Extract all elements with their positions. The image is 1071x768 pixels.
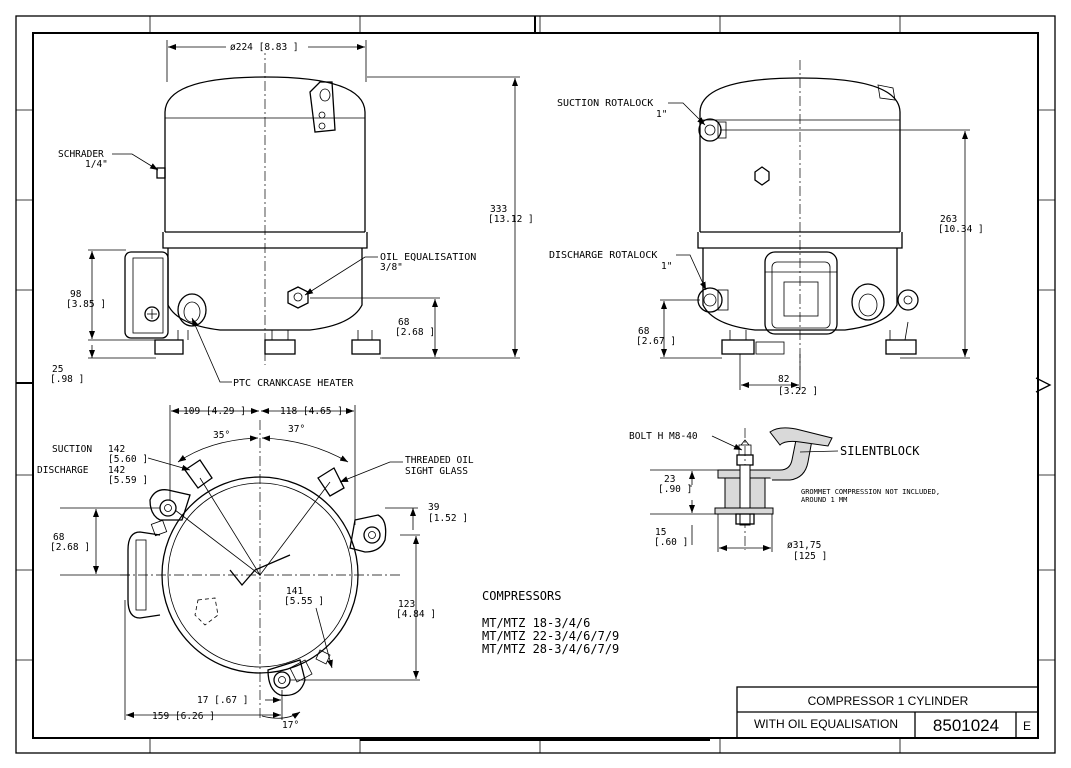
suction-top-val: 142 (108, 444, 125, 455)
compressor-model: MT/MTZ 28-3/4/6/7/9 (482, 642, 619, 656)
silentblock-dimensions: BOLT H M8-40 SILENTBLOCK 23 [.90 ] GROMM… (629, 431, 940, 562)
dim-23: 23 (664, 474, 675, 485)
schrader-size: 1/4" (85, 159, 108, 170)
silentblock-label: SILENTBLOCK (840, 444, 920, 458)
dim-68-top: 68 (53, 532, 65, 543)
compressor-model: MT/MTZ 18-3/4/6 (482, 616, 590, 630)
bolt-label: BOLT H M8-40 (629, 431, 698, 442)
dim-98: 98 (70, 289, 82, 300)
top-view-dimensions: 109 [4.29 ] 118 [4.65 ] 35° 37° SUCTION … (37, 405, 474, 731)
front-view-dimensions: ø224 [8.83 ] SCHRADER 1/4" 333 [13.12 ] … (50, 40, 534, 389)
dim-109: 109 [4.29 ] (183, 406, 246, 417)
discharge-top-label: DISCHARGE (37, 465, 89, 476)
dim-98-in: [3.85 ] (66, 299, 106, 310)
angle-17: 17° (282, 720, 299, 731)
silentblock-detail (714, 427, 833, 550)
discharge-top-val: 142 (108, 465, 125, 476)
dim-141: 141 (286, 586, 303, 597)
suction-rotalock-label: SUCTION ROTALOCK (557, 98, 653, 109)
dim-25-in: [.98 ] (50, 374, 84, 385)
dim-68-left-in: [2.68 ] (395, 327, 435, 338)
side-view-dimensions: SUCTION ROTALOCK 1" 263 [10.34 ] DISCHAR… (549, 98, 984, 397)
title-block: COMPRESSOR 1 CYLINDER WITH OIL EQUALISAT… (736, 686, 1039, 739)
threaded-label-2: SIGHT GLASS (405, 466, 468, 477)
dim-39-in: [1.52 ] (428, 513, 468, 524)
oil-equalisation-size: 3/8" (380, 262, 403, 273)
compressor-model: MT/MTZ 22-3/4/6/7/9 (482, 629, 619, 643)
sheet-border (15, 15, 1056, 754)
dim-333: 333 (490, 204, 507, 215)
dim-68-left: 68 (398, 317, 410, 328)
dim-82-in: [3.22 ] (778, 386, 818, 397)
grommet-note-2: AROUND 1 MM (801, 496, 847, 504)
top-view (120, 420, 400, 720)
dim-68-right-in: [2.67 ] (636, 336, 676, 347)
side-view (697, 60, 919, 370)
suction-top-in: [5.60 ] (108, 454, 148, 465)
dim-82: 82 (778, 374, 789, 385)
oil-equalisation-label: OIL EQUALISATION (380, 252, 476, 263)
drawing-revision: E (1023, 719, 1031, 733)
angle-37: 37° (288, 424, 305, 435)
discharge-rotalock-label: DISCHARGE ROTALOCK (549, 250, 657, 261)
threaded-label-1: THREADED OIL (405, 455, 474, 466)
dim-141-in: [5.55 ] (284, 596, 324, 607)
dim-263: 263 (940, 214, 957, 225)
dim-39: 39 (428, 502, 440, 513)
front-view (124, 45, 381, 365)
grommet-note-1: GROMMET COMPRESSION NOT INCLUDED, (801, 488, 940, 496)
dim-159: 159 [6.26 ] (152, 711, 215, 722)
discharge-rotalock-size: 1" (661, 261, 672, 272)
suction-rotalock-size: 1" (656, 109, 667, 120)
drawing-title: COMPRESSOR 1 CYLINDER (808, 694, 969, 708)
dim-dia: ø31,75 (787, 540, 821, 551)
dim-68-right: 68 (638, 326, 650, 337)
dim-123: 123 (398, 599, 415, 610)
dim-15-in: [.60 ] (654, 537, 688, 548)
dim-15: 15 (655, 527, 666, 538)
suction-top-label: SUCTION (52, 444, 92, 455)
dim-333-in: [13.12 ] (488, 214, 534, 225)
angle-35: 35° (213, 430, 230, 441)
dim-23-in: [.90 ] (658, 484, 692, 495)
dim-diameter-224: ø224 [8.83 ] (230, 42, 299, 53)
discharge-top-in: [5.59 ] (108, 475, 148, 486)
dim-123-in: [4.84 ] (396, 609, 436, 620)
dim-25: 25 (52, 364, 63, 375)
schrader-label: SCHRADER (58, 149, 104, 160)
drawing-number: 8501024 (933, 716, 999, 735)
dim-68-top-in: [2.68 ] (50, 542, 90, 553)
drawing-subtitle: WITH OIL EQUALISATION (754, 717, 898, 731)
dim-17: 17 [.67 ] (197, 695, 248, 706)
dim-dia-in: [125 ] (793, 551, 827, 562)
dim-263-in: [10.34 ] (938, 224, 984, 235)
compressor-list: COMPRESSORS MT/MTZ 18-3/4/6 MT/MTZ 22-3/… (482, 589, 619, 656)
ptc-heater-label: PTC CRANKCASE HEATER (233, 378, 354, 389)
dim-118: 118 [4.65 ] (280, 406, 343, 417)
compressors-heading: COMPRESSORS (482, 589, 561, 603)
